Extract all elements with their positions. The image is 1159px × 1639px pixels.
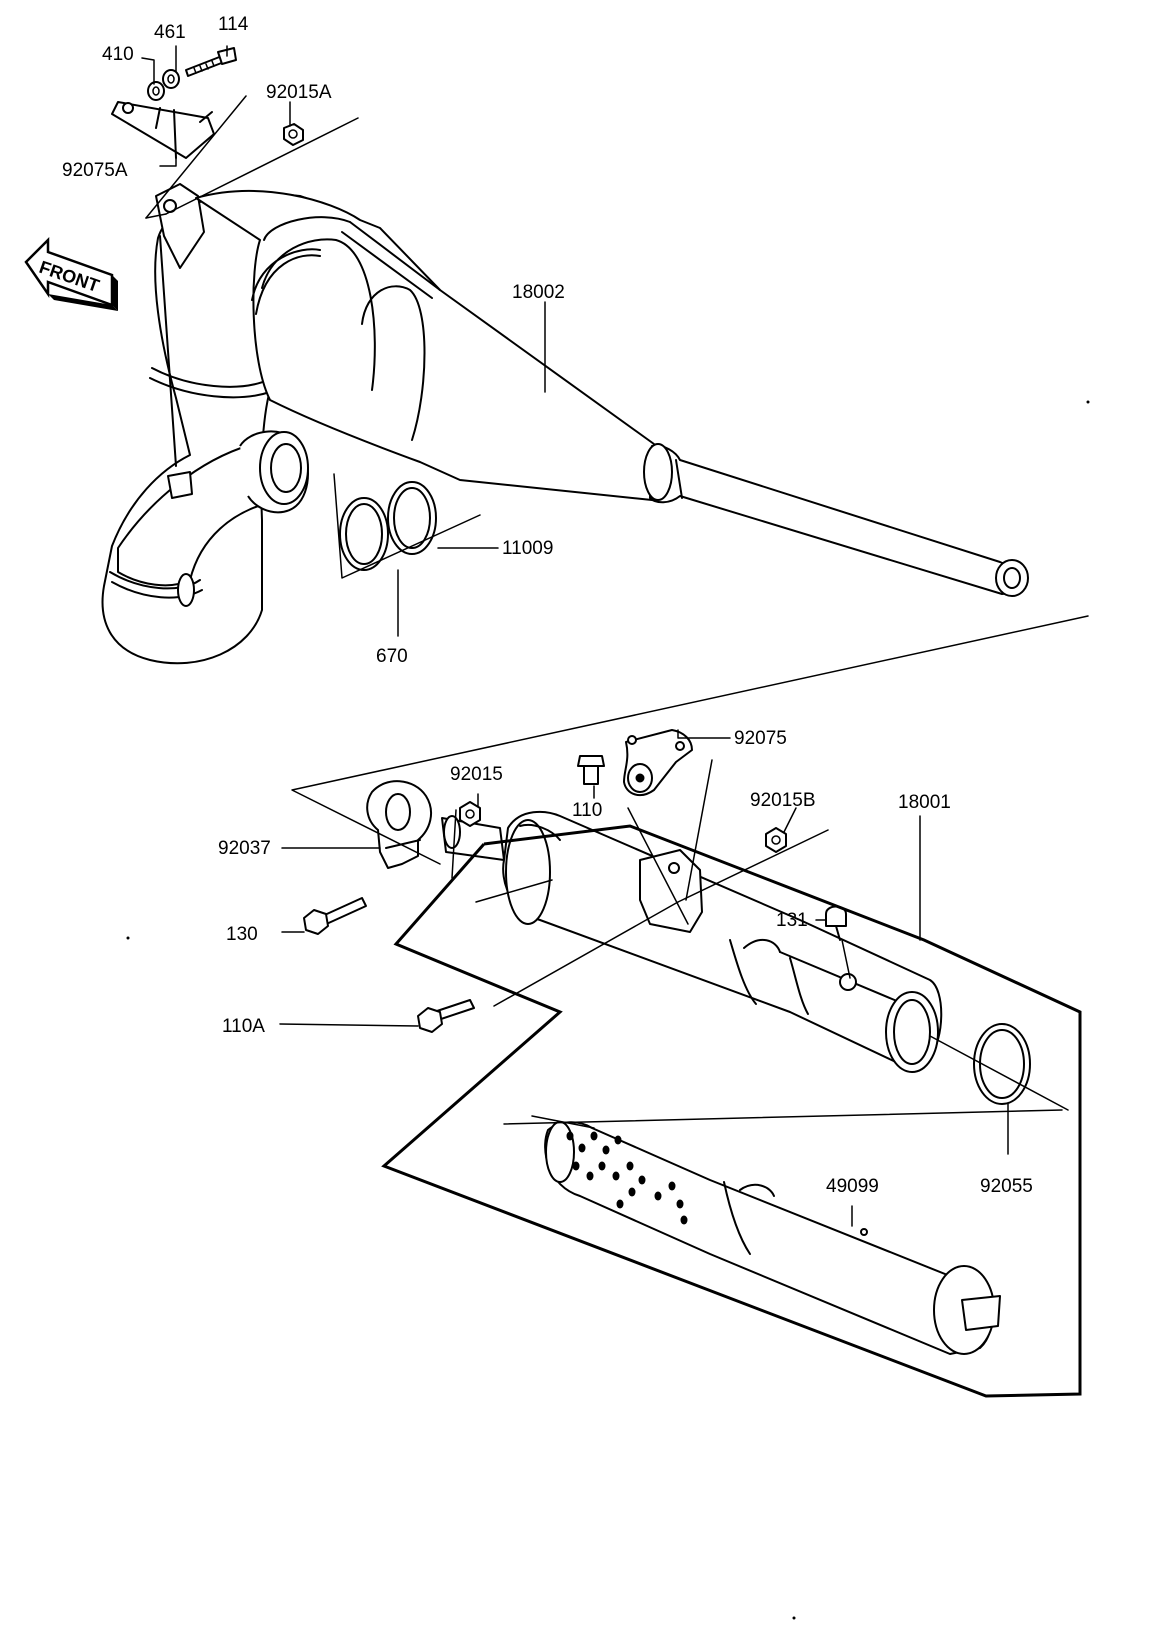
inner-tube-49099	[544, 1121, 1001, 1355]
leader-lines	[141, 45, 1009, 1227]
label-110a: 110A	[222, 1016, 265, 1037]
expansion-chamber-18002	[101, 183, 1029, 665]
label-92037: 92037	[218, 838, 271, 859]
label-92015: 92015	[450, 764, 503, 785]
label-11009: 11009	[502, 538, 553, 559]
label-92055: 92055	[980, 1176, 1033, 1197]
front-arrow-icon: FRONT	[24, 236, 118, 311]
label-49099: 49099	[826, 1176, 879, 1197]
clamp-92037	[366, 780, 433, 869]
nut-92015b	[765, 827, 787, 853]
label-131: 131	[776, 910, 808, 931]
label-670: 670	[376, 646, 408, 667]
label-92075: 92075	[734, 728, 787, 749]
label-114: 114	[218, 14, 249, 35]
part-labels: 114 461 410 92015A 92075A 18002 11009 67…	[62, 14, 1033, 1197]
bolt-110	[577, 755, 605, 785]
gasket-670	[339, 497, 389, 571]
gasket-92055	[973, 1023, 1031, 1105]
silencer-18001	[441, 810, 943, 1073]
scan-speck	[126, 936, 130, 940]
bracket-92075	[623, 729, 693, 797]
label-410: 410	[102, 44, 134, 65]
perforation-holes	[566, 1131, 688, 1225]
label-110: 110	[572, 800, 602, 821]
label-18001: 18001	[898, 792, 951, 813]
assembly-lines	[145, 95, 1089, 1398]
scan-speck	[1086, 400, 1090, 404]
label-130: 130	[226, 924, 258, 945]
nut-92015	[459, 801, 481, 827]
bolt-110a	[417, 999, 475, 1033]
label-92075a: 92075A	[62, 160, 128, 181]
label-461: 461	[154, 22, 186, 43]
label-18002: 18002	[512, 282, 565, 303]
upper-bracket-assembly	[111, 47, 304, 159]
label-92015b: 92015B	[750, 790, 816, 811]
gasket-11009	[387, 481, 437, 555]
bolt-130	[303, 897, 367, 935]
scan-speck	[792, 1616, 796, 1620]
label-92015a: 92015A	[266, 82, 332, 103]
